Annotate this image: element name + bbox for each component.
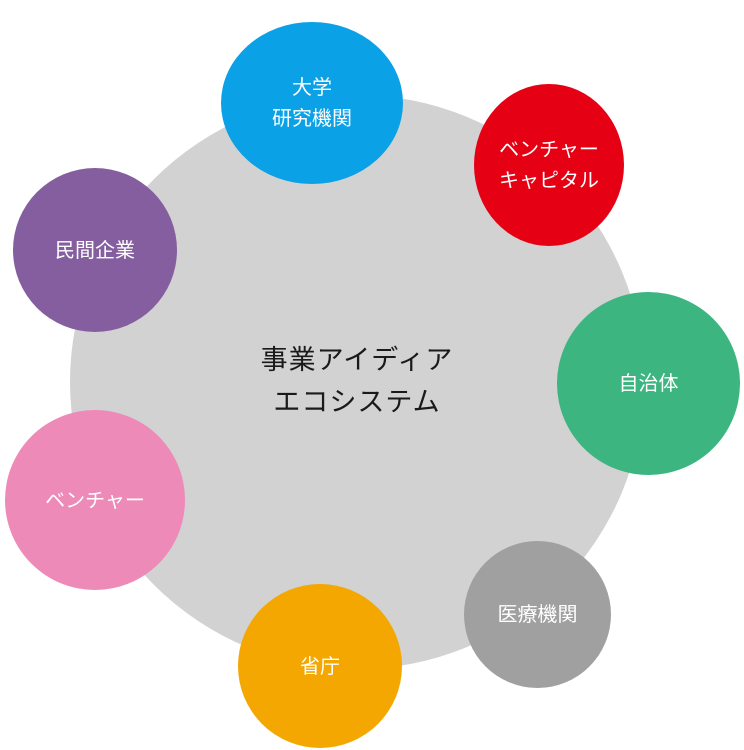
node-ministries: 省庁 [238,584,402,748]
node-medical-institution: 医療機関 [464,541,611,688]
node-label-line-1: ベンチャー [499,137,599,161]
hub-label-line-2: エコシステム [273,387,441,418]
hub-label-line-1: 事業アイディア [260,345,454,376]
node-label: 民間企業 [55,237,135,262]
node-university-research: 大学 研究機関 [221,22,403,184]
node-venture-capital: ベンチャー キャピタル [474,84,624,246]
node-label: ベンチャー [45,487,145,512]
node-venture: ベンチャー [5,410,185,590]
node-label-line-2: キャピタル [499,168,599,192]
node-label: 医療機関 [497,602,578,626]
node-label: 省庁 [300,653,340,678]
node-label: 自治体 [618,371,679,395]
node-local-government: 自治体 [557,292,740,475]
node-private-company: 民間企業 [13,168,177,332]
node-label-line-2: 研究機関 [272,106,352,130]
node-label-line-1: 大学 [292,75,332,99]
